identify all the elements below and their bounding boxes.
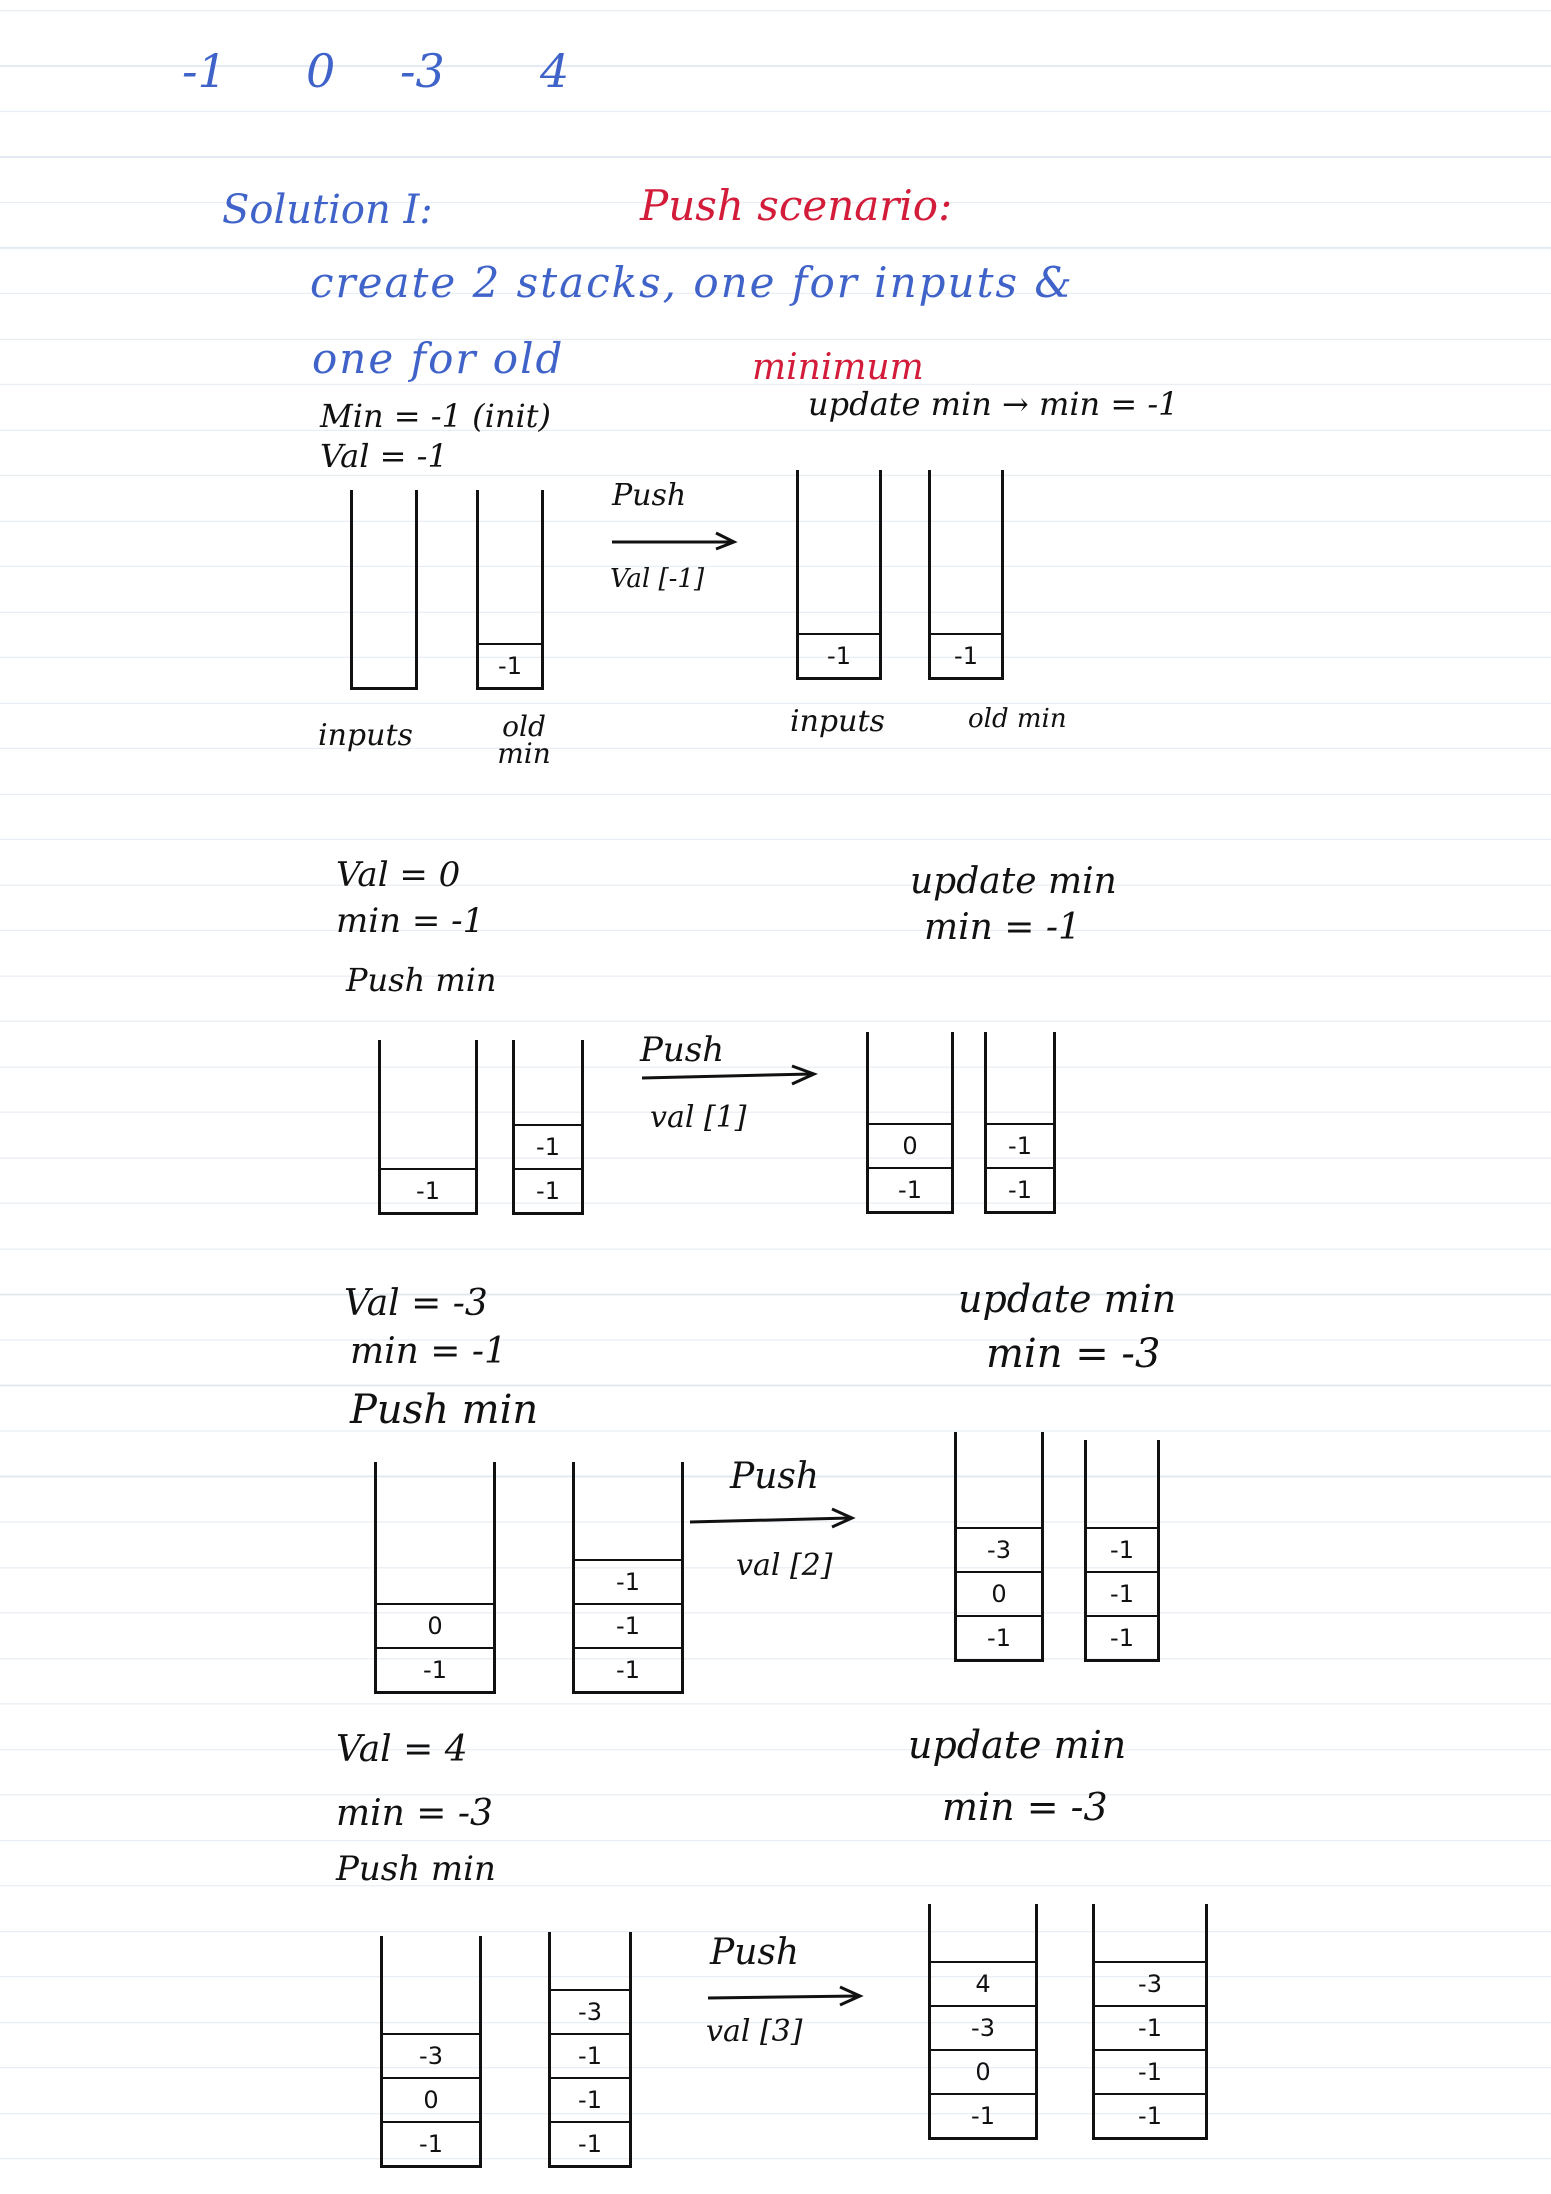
stack-cell: -1 xyxy=(1095,2005,1205,2049)
arrow-label-bottom: Val [-1] xyxy=(610,564,705,594)
stack-cell: -1 xyxy=(383,2121,479,2165)
old-min-stack: -1-1-1-3 xyxy=(1092,1904,1208,2140)
stack-cell: -1 xyxy=(931,633,1001,677)
description-line-1: create 2 stacks, one for inputs & xyxy=(310,258,1074,307)
stack-cell: -1 xyxy=(551,2121,629,2165)
old-min-stack: -1-1-1 xyxy=(1084,1440,1160,1662)
arrow-label-top: Push xyxy=(612,478,687,513)
stack-cell: -1 xyxy=(1087,1527,1157,1571)
stack-cell: 0 xyxy=(957,1571,1041,1615)
stack-cell: -3 xyxy=(551,1989,629,2033)
stack-cell: -1 xyxy=(551,2077,629,2121)
stack-label: old min xyxy=(497,710,551,770)
stack-cell: -1 xyxy=(551,2033,629,2077)
sequence-item: 0 xyxy=(306,44,336,98)
step-note: Val = 0 xyxy=(336,855,461,895)
update-note: update min xyxy=(908,1723,1127,1767)
step-note: Push min xyxy=(350,1387,539,1433)
scenario-title: Push scenario: xyxy=(640,181,953,230)
arrow-label-bottom: val [3] xyxy=(706,2014,803,2049)
stack-cell: -1 xyxy=(987,1167,1053,1211)
step-note: Val = -3 xyxy=(344,1283,488,1324)
stack-cell: -1 xyxy=(575,1559,681,1603)
stack-cell: -1 xyxy=(957,1615,1041,1659)
inputs-stack xyxy=(350,490,418,690)
step-note: Val = -1 xyxy=(320,437,448,475)
old-min-stack: -1-1 xyxy=(512,1040,584,1215)
stack-cell: -1 xyxy=(377,1647,493,1691)
stack-cell: -1 xyxy=(381,1168,475,1212)
push-arrow xyxy=(641,1064,818,1086)
stack-cell: -1 xyxy=(479,643,541,687)
stack-cell: 0 xyxy=(931,2049,1035,2093)
stack-cell: -1 xyxy=(987,1123,1053,1167)
arrow-label-bottom: val [2] xyxy=(736,1548,833,1583)
step-note: Min = -1 (init) xyxy=(320,397,552,435)
arrow-label-bottom: val [1] xyxy=(650,1100,747,1135)
old-min-stack: -1-1-1-3 xyxy=(548,1932,632,2168)
stack-cell: -1 xyxy=(575,1603,681,1647)
update-note: min = -1 xyxy=(924,907,1081,948)
stack-cell: -3 xyxy=(1095,1961,1205,2005)
stack-cell: 0 xyxy=(383,2077,479,2121)
update-note: min = -3 xyxy=(942,1785,1108,1829)
stack-cell: -3 xyxy=(957,1527,1041,1571)
description-line-2-minimum: minimum xyxy=(752,347,924,388)
description-line-2: one for old xyxy=(312,334,565,383)
stack-cell: -1 xyxy=(799,633,879,677)
stack-cell: -1 xyxy=(515,1124,581,1168)
stack-cell: -1 xyxy=(1087,1571,1157,1615)
stack-label: inputs xyxy=(318,718,413,753)
old-min-stack: -1-1-1 xyxy=(572,1462,684,1694)
push-arrow xyxy=(707,1985,864,2007)
push-arrow xyxy=(612,531,738,551)
inputs-stack: -1 xyxy=(796,470,882,680)
push-arrow xyxy=(689,1507,856,1529)
stack-label: old min xyxy=(968,704,1067,734)
update-note: update min → min = -1 xyxy=(808,385,1179,423)
step-note: min = -1 xyxy=(336,901,485,941)
stack-cell: -1 xyxy=(1087,1615,1157,1659)
sequence-item: -1 xyxy=(182,44,227,98)
update-note: update min xyxy=(958,1277,1177,1321)
stack-cell: -1 xyxy=(575,1647,681,1691)
update-note: update min xyxy=(910,861,1117,902)
sequence-item: 4 xyxy=(540,44,570,98)
step-note: min = -1 xyxy=(350,1331,507,1372)
arrow-label-top: Push xyxy=(730,1456,820,1497)
stack-cell: -1 xyxy=(931,2093,1035,2137)
step-note: Val = 4 xyxy=(336,1729,468,1770)
update-note: min = -3 xyxy=(986,1331,1161,1377)
solution-title: Solution I: xyxy=(222,187,433,233)
step-note: min = -3 xyxy=(336,1793,493,1834)
old-min-stack: -1 xyxy=(928,470,1004,680)
stack-cell: 4 xyxy=(931,1961,1035,2005)
step-note: Push min xyxy=(346,961,497,999)
old-min-stack: -1-1 xyxy=(984,1032,1056,1214)
step-note: Push min xyxy=(336,1849,496,1889)
stack-cell: -3 xyxy=(383,2033,479,2077)
stack-label: inputs xyxy=(790,704,885,739)
stack-cell: -1 xyxy=(1095,2093,1205,2137)
stack-cell: -1 xyxy=(515,1168,581,1212)
old-min-stack: -1 xyxy=(476,490,544,690)
inputs-stack: -1 xyxy=(378,1040,478,1215)
stack-cell: 0 xyxy=(377,1603,493,1647)
arrow-label-top: Push xyxy=(640,1030,725,1070)
stack-cell: -3 xyxy=(931,2005,1035,2049)
stack-cell: 0 xyxy=(869,1123,951,1167)
stack-cell: -1 xyxy=(1095,2049,1205,2093)
sequence-item: -3 xyxy=(400,44,445,98)
arrow-label-top: Push xyxy=(710,1932,800,1973)
stack-cell: -1 xyxy=(869,1167,951,1211)
